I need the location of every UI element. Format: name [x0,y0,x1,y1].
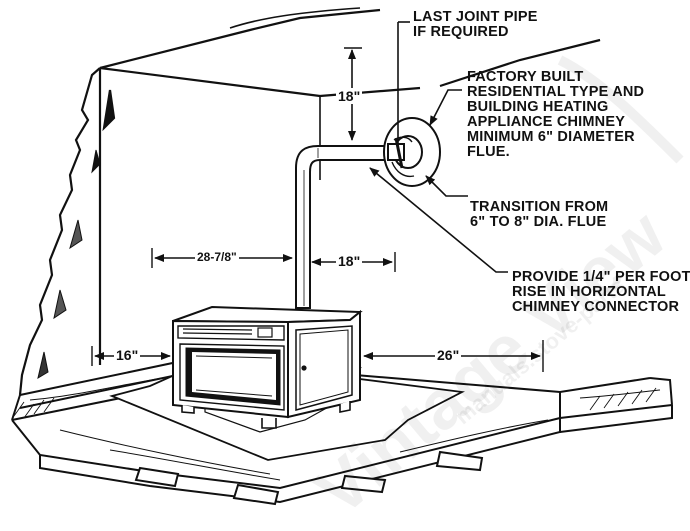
right-side-dimension: 26" [435,347,462,363]
callout-line: PROVIDE 1/4" PER FOOT [512,269,690,285]
callout-line: APPLIANCE CHIMNEY [467,114,626,130]
installation-diagram: LAST JOINT PIPE IF REQUIRED FACTORY BUIL… [11,7,690,531]
pipe-to-chimney-dimension: 18" [336,253,363,269]
callout-line: RESIDENTIAL TYPE AND [467,84,645,100]
chimney-collar [383,117,441,187]
callout-line: MINIMUM 6" DIAMETER [467,129,635,145]
callout-line: LAST JOINT PIPE [413,9,538,25]
callout-line: FLUE. [467,144,510,160]
flue-pipe [295,145,389,309]
rise-callout: PROVIDE 1/4" PER FOOT RISE IN HORIZONTAL… [512,270,690,315]
callout-line: BUILDING HEATING [467,99,609,115]
heater-cabinet [172,305,363,429]
callout-line: 6" TO 8" DIA. FLUE [470,214,607,230]
last-joint-callout: LAST JOINT PIPE IF REQUIRED [413,10,538,40]
callout-line: RISE IN HORIZONTAL [512,284,666,300]
watermark-graphics [557,55,684,164]
left-side-dimension: 16" [114,347,141,363]
callout-line: IF REQUIRED [413,24,509,40]
callout-line: CHIMNEY CONNECTOR [512,299,680,315]
ceiling-clearance-dimension: 18" [336,88,363,104]
left-wall [18,67,321,396]
callout-line: FACTORY BUILT [467,69,584,85]
left-wall-to-pipe-dimension: 28-7/8" [195,250,239,264]
leader-lines [369,21,508,273]
chimney-callout: FACTORY BUILT RESIDENTIAL TYPE AND BUILD… [467,70,644,160]
heater-installation-drawing [11,7,684,506]
transition-callout: TRANSITION FROM 6" TO 8" DIA. FLUE [470,200,608,230]
callout-line: TRANSITION FROM [470,199,609,215]
